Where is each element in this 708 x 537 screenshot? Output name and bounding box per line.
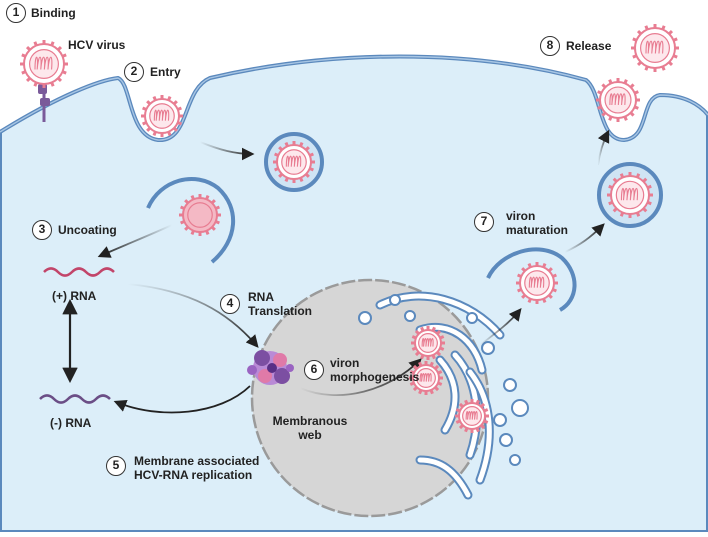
hcv-virion-icon xyxy=(179,194,221,236)
step-6-number: 6 xyxy=(304,360,324,380)
minus-rna-label: (-) RNA xyxy=(50,416,92,430)
arrows xyxy=(62,129,610,414)
minus-rna-strand xyxy=(39,394,111,404)
hcv-virion-icon xyxy=(20,40,68,88)
step-2-label: Entry xyxy=(150,65,181,79)
step-1-number: 1 xyxy=(6,3,26,23)
step-6-label: viron morphogenesis xyxy=(330,356,420,384)
step-1-label: Binding xyxy=(31,6,76,20)
membranous-web-label: Membranous web xyxy=(272,414,348,442)
virion-layer xyxy=(20,24,679,433)
receptor-icon xyxy=(38,84,50,122)
step-3-label: Uncoating xyxy=(58,223,117,237)
vesicles xyxy=(358,294,529,466)
plus-rna-label: (+) RNA xyxy=(52,289,97,303)
hcv-virion-icon xyxy=(607,172,653,218)
step-5-label: Membrane associated HCV-RNA replication xyxy=(134,454,260,482)
step-7-label: viron maturation xyxy=(506,209,569,237)
plasma-membrane-inner xyxy=(0,55,708,141)
hcv-virus-label: HCV virus xyxy=(68,38,126,52)
hcv-virion-icon xyxy=(273,141,315,183)
step-3-number: 3 xyxy=(32,220,52,240)
step-4-label: RNA Translation xyxy=(248,290,313,318)
hcv-virion-icon xyxy=(411,326,445,360)
hcv-virion-icon xyxy=(409,361,443,395)
step-7-number: 7 xyxy=(474,212,494,232)
hcv-virion-icon xyxy=(455,399,489,433)
membranous-web-icon xyxy=(247,350,294,385)
hcv-virion-icon xyxy=(596,78,640,122)
step-2-number: 2 xyxy=(124,62,144,82)
hcv-virion-icon xyxy=(141,95,183,137)
step-4-number: 4 xyxy=(220,294,240,314)
uncoating-endosome xyxy=(146,177,235,264)
step-8-number: 8 xyxy=(540,36,560,56)
hcv-virion-icon xyxy=(516,262,558,304)
plus-rna-strand xyxy=(43,267,115,277)
step-5-number: 5 xyxy=(106,456,126,476)
golgi-icon xyxy=(375,291,505,500)
hcv-virion-icon xyxy=(631,24,679,72)
step-8-label: Release xyxy=(566,39,612,53)
